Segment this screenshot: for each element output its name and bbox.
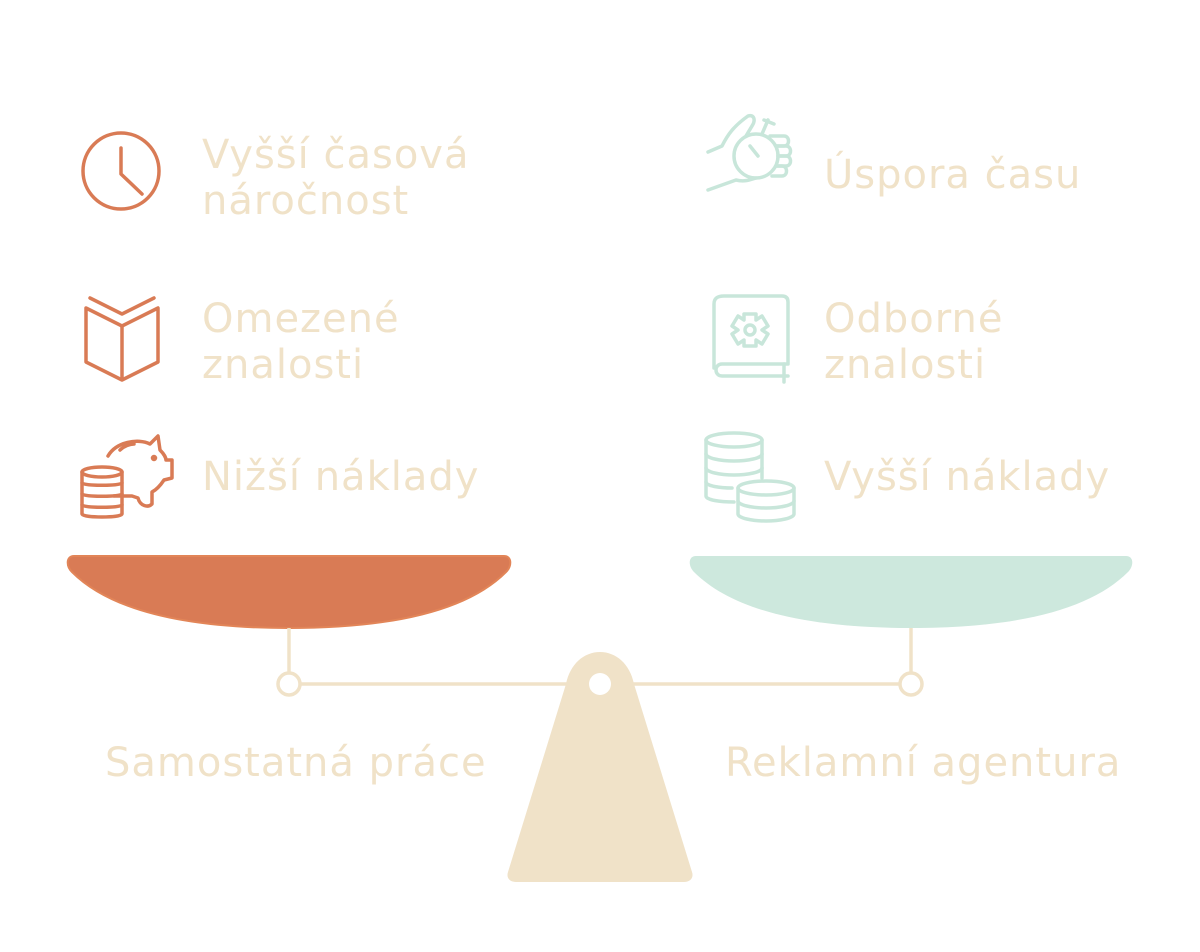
piggy-bank-coins-icon	[76, 428, 176, 528]
right-item-2-text: Odborné znalosti	[824, 296, 1003, 388]
left-item-1-line2: náročnost	[202, 178, 410, 224]
left-item-3-text: Nižší náklady	[202, 454, 479, 500]
open-book-icon	[82, 292, 162, 388]
left-item-1-line1: Vyšší časová	[202, 132, 470, 178]
left-item-3-line1: Nižší náklady	[202, 454, 480, 500]
left-pan	[66, 555, 512, 630]
right-pan	[689, 556, 1133, 628]
left-item-2-line1: Omezené	[202, 296, 400, 342]
right-side-title: Reklamní agentura	[725, 740, 1122, 786]
right-hinge	[898, 671, 924, 697]
gear-book-icon	[708, 292, 792, 388]
right-item-3-text: Vyšší náklady	[824, 454, 1110, 500]
clock-icon	[80, 130, 162, 216]
stand	[507, 652, 693, 882]
left-item-2-text: Omezené znalosti	[202, 296, 400, 388]
right-item-1-text: Úspora času	[824, 152, 1081, 198]
right-item-3-line1: Vyšší náklady	[824, 454, 1111, 500]
coin-stacks-icon	[700, 430, 800, 530]
right-item-1-line1: Úspora času	[824, 152, 1082, 198]
hand-stopwatch-icon	[704, 112, 800, 200]
left-item-1-text: Vyšší časová náročnost	[202, 132, 469, 224]
left-hinge	[276, 671, 302, 697]
right-item-2-line2: znalosti	[824, 342, 987, 388]
left-side-title: Samostatná práce	[105, 740, 487, 786]
left-item-2-line2: znalosti	[202, 342, 365, 388]
pivot-hole	[589, 673, 611, 695]
right-item-2-line1: Odborné	[824, 296, 1004, 342]
